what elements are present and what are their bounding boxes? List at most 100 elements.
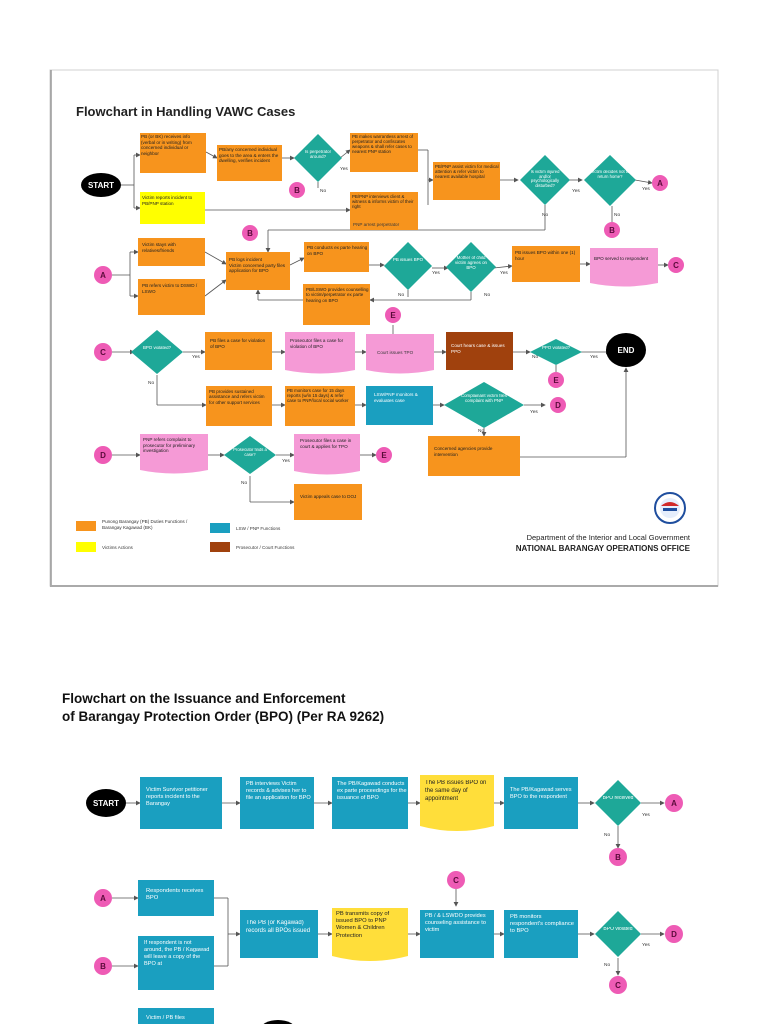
svg-text:START: START xyxy=(88,181,114,190)
victim-files-text: Victim concerned party files application… xyxy=(229,262,286,274)
ppo-violated-diamond xyxy=(530,339,582,365)
page-2-connectors: A B A C B D C xyxy=(94,794,683,994)
yes-label: Yes xyxy=(432,270,440,276)
page-2-branch-labels: Yes No Yes No xyxy=(604,812,650,968)
pb-files-case-box xyxy=(205,332,272,370)
legend-label-lsw: LSW / PNP Functions xyxy=(236,526,281,531)
svg-text:B: B xyxy=(247,229,253,238)
pb-monitors-box xyxy=(285,386,355,426)
page-1: Flowchart in Handling VAWC Cases xyxy=(49,69,719,587)
if-respondent-text: If respondent is not around, the PB / Ka… xyxy=(144,940,210,967)
pb-issues-bpo-diamond xyxy=(384,242,432,290)
pb-monitors-compliance-text: PB monitors respondent's compliance to B… xyxy=(510,914,574,935)
svg-text:A: A xyxy=(657,179,663,188)
legend-label-court: Prosecutor / Court Functions xyxy=(236,545,295,550)
pb-receives-box xyxy=(140,133,206,173)
page-1-branch-labels: Yes No Yes No Yes No Yes No Yes No Yes N… xyxy=(148,166,650,486)
bpo-violated-diamond-2 xyxy=(595,911,641,957)
legend-swatch-lsw xyxy=(210,523,230,533)
bpo-violated-diamond xyxy=(131,330,183,374)
svg-text:D: D xyxy=(671,930,677,939)
pb-interviews-text: PB interviews Victim records & advises h… xyxy=(246,781,311,801)
ppo-violated-text: PPO violated? xyxy=(541,346,571,350)
pb-monitors-compliance-box xyxy=(504,910,578,958)
connector-c: C xyxy=(94,343,112,361)
pb-refers-box xyxy=(138,279,205,315)
legend-label-victim: Victims Actions xyxy=(102,545,134,550)
if-respondent-box xyxy=(138,936,214,990)
page-2-title-line-1: Flowchart on the Issuance and Enforcemen… xyxy=(62,691,346,706)
svg-text:A: A xyxy=(100,894,106,903)
mother-agrees-text: Mother of child victim agrees on BPO xyxy=(455,256,487,270)
end-terminal: END xyxy=(606,333,646,367)
victim-return-text: Victim decides not to return home? xyxy=(590,170,630,179)
lsw-pnp-monitors-box xyxy=(366,386,433,425)
pb-logs-text: PB logs incident xyxy=(229,257,262,262)
bpo-received-text: BPO received xyxy=(602,796,634,801)
pb-pnp-interview-text: PB/PNP interviews client & witness & inf… xyxy=(352,194,414,210)
pb-issues-bpo-text: PB issues BPO xyxy=(392,258,423,262)
lsw-pnp-monitors-text: LSW/PNP monitors & evaluates case xyxy=(374,392,418,403)
connector-d: D xyxy=(550,397,566,413)
pb-issues-same-day-doc xyxy=(420,775,494,831)
connector-e: E xyxy=(385,307,401,323)
connector-b: B xyxy=(242,225,258,241)
connector-a: A xyxy=(665,794,683,812)
pb-pnp-assist-box xyxy=(433,162,500,200)
pb-conducts-box xyxy=(304,242,369,272)
pb-pnp-interview-box xyxy=(350,192,418,230)
prosecutor-files-court-text: Prosecutor files a case in court & appli… xyxy=(300,438,352,449)
connector-b: B xyxy=(609,848,627,866)
no-label: No xyxy=(478,428,484,434)
pb-transmits-text: PB transmits copy of issued BPO to PNP W… xyxy=(336,911,390,939)
yes-label: Yes xyxy=(500,270,508,276)
pnp-refers-doc xyxy=(140,434,208,474)
pb-issues-bpo-hour-box xyxy=(512,246,580,282)
legend-swatch-court xyxy=(210,542,230,552)
pb-conducts-text: PB conducts ex parte hearing on BPO xyxy=(307,245,368,256)
victim-stays-box xyxy=(138,238,205,266)
victim-return-diamond xyxy=(584,155,636,206)
pb-any-concerned-text: PB/any concerned individual goes to the … xyxy=(219,147,279,163)
svg-text:END: END xyxy=(618,346,635,355)
pb-refers-text: PB refers victim to DSWD / LSWO xyxy=(142,283,198,294)
victim-injured-diamond xyxy=(520,155,570,205)
connector-a: A xyxy=(94,266,112,284)
pb-lswdo-text: PB / & LSWDO provides counseling assista… xyxy=(425,913,486,933)
no-label: No xyxy=(604,962,610,968)
pnp-refers-text: PNP refers complaint to prosecutor for p… xyxy=(143,437,196,453)
connector-d: D xyxy=(94,446,112,464)
pb-files-case-text: PB files a case for violation of BPO xyxy=(210,338,266,349)
legend: Punong Barangay (PB) Duties Functions / … xyxy=(76,519,295,552)
svg-text:B: B xyxy=(609,226,615,235)
victim-survivor-box xyxy=(140,777,222,829)
pb-serves-box xyxy=(504,777,578,829)
respondents-receives-box xyxy=(138,880,214,916)
svg-text:E: E xyxy=(381,451,387,460)
victim-appeals-text: Victim appeals case to DOJ xyxy=(300,494,357,499)
svg-text:C: C xyxy=(453,876,459,885)
svg-text:E: E xyxy=(553,376,559,385)
connector-a: A xyxy=(652,175,668,191)
no-label: No xyxy=(604,832,610,838)
connector-d: D xyxy=(665,925,683,943)
svg-text:E: E xyxy=(390,311,396,320)
yes-label: Yes xyxy=(340,166,348,172)
no-label: No xyxy=(614,212,620,218)
victim-pb-files-text: Victim / PB files xyxy=(146,1015,185,1021)
prosecutor-case-diamond xyxy=(224,436,276,474)
connector-b: B xyxy=(94,957,112,975)
connector-c: C xyxy=(447,871,465,889)
legend-swatch-pb xyxy=(76,521,96,531)
victim-pb-files-box xyxy=(138,1008,214,1024)
bpo-received-diamond xyxy=(595,780,641,826)
page-1-connectors: B A B B A C E C E D D E xyxy=(94,175,684,464)
dilg-seal xyxy=(654,492,686,524)
start-terminal: START xyxy=(81,173,121,197)
respondents-receives-text: Respondents receives BPO xyxy=(146,888,204,902)
no-label: No xyxy=(398,292,404,298)
bpo-violated-text: BPO violated? xyxy=(142,346,172,350)
end-terminal-2-partial xyxy=(263,1020,293,1024)
pb-warrantless-text: PB makes warrantless arrest of perpetrat… xyxy=(352,134,414,155)
svg-text:START: START xyxy=(93,799,119,808)
